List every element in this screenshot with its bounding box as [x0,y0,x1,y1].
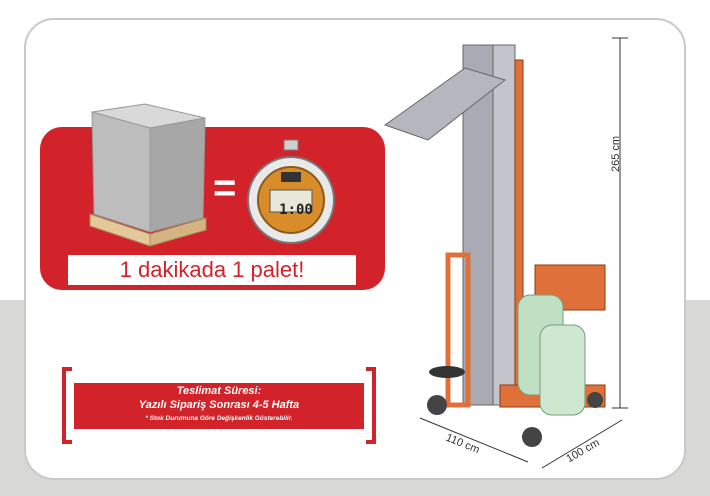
delivery-band [74,383,364,429]
pallet-illustration [89,103,207,247]
delivery-info-block: Teslimat Süresi: Yazılı Sipariş Sonrası … [62,367,376,444]
stopwatch-icon [247,139,335,244]
lifter-machine-illustration [383,44,606,447]
left-bracket [62,367,72,444]
equals-sign: = [213,166,237,210]
delivery-note: * Stok Durumuna Göre Değişkenlik Göstere… [145,415,293,422]
timer-display: 1:00 [279,202,313,218]
delivery-title: Teslimat Süresi: [176,385,262,397]
delivery-subtitle: Yazılı Sipariş Sonrası 4-5 Hafta [138,399,300,411]
promo-slogan: 1 dakikada 1 palet! [68,255,356,285]
height-dimension-label: 265 cm [610,135,622,172]
right-bracket [366,367,376,444]
dimension-lines [419,37,628,469]
